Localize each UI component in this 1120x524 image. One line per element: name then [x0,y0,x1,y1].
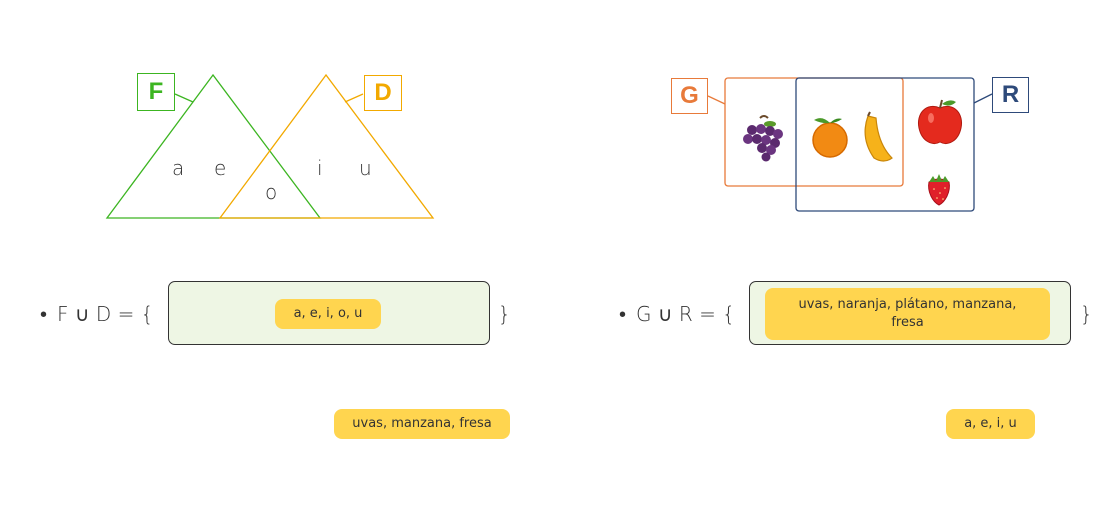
grapes-icon [743,115,783,162]
label-g-connector [707,95,726,105]
rect-set-r [795,77,975,212]
apple-icon [917,99,963,144]
element-e: e [214,156,227,180]
union-expression-fd: F ∪ D = { [57,302,154,326]
answer-chip-gr[interactable]: uvas, naranja, plátano, manzana, fresa [765,288,1050,340]
element-a: a [172,156,185,180]
bullet-right: • [619,302,627,326]
close-brace-right: } [1080,302,1093,326]
strawberry-icon [928,174,950,206]
option-chip-uvas-manzana-fresa[interactable]: uvas, manzana, fresa [334,409,510,439]
union-expression-gr: G ∪ R = { [636,302,735,326]
banana-icon [864,111,893,162]
option-chip-a-e-i-u[interactable]: a, e, i, u [946,409,1035,439]
orange-icon [812,118,848,158]
set-label-f: F [137,73,175,111]
triangle-set-d [218,73,435,219]
element-u: u [359,156,372,180]
element-i: i [317,156,323,180]
element-o: o [265,180,278,204]
bullet-left: • [40,302,48,326]
set-label-d: D [364,75,402,111]
answer-chip-fd[interactable]: a, e, i, o, u [275,299,381,329]
set-label-g: G [671,78,708,114]
label-d-connector [344,93,364,103]
close-brace-left: } [498,302,511,326]
label-f-connector [174,93,194,103]
set-label-r: R [992,77,1029,113]
label-r-connector [973,93,993,104]
triangle-set-f [105,73,322,219]
